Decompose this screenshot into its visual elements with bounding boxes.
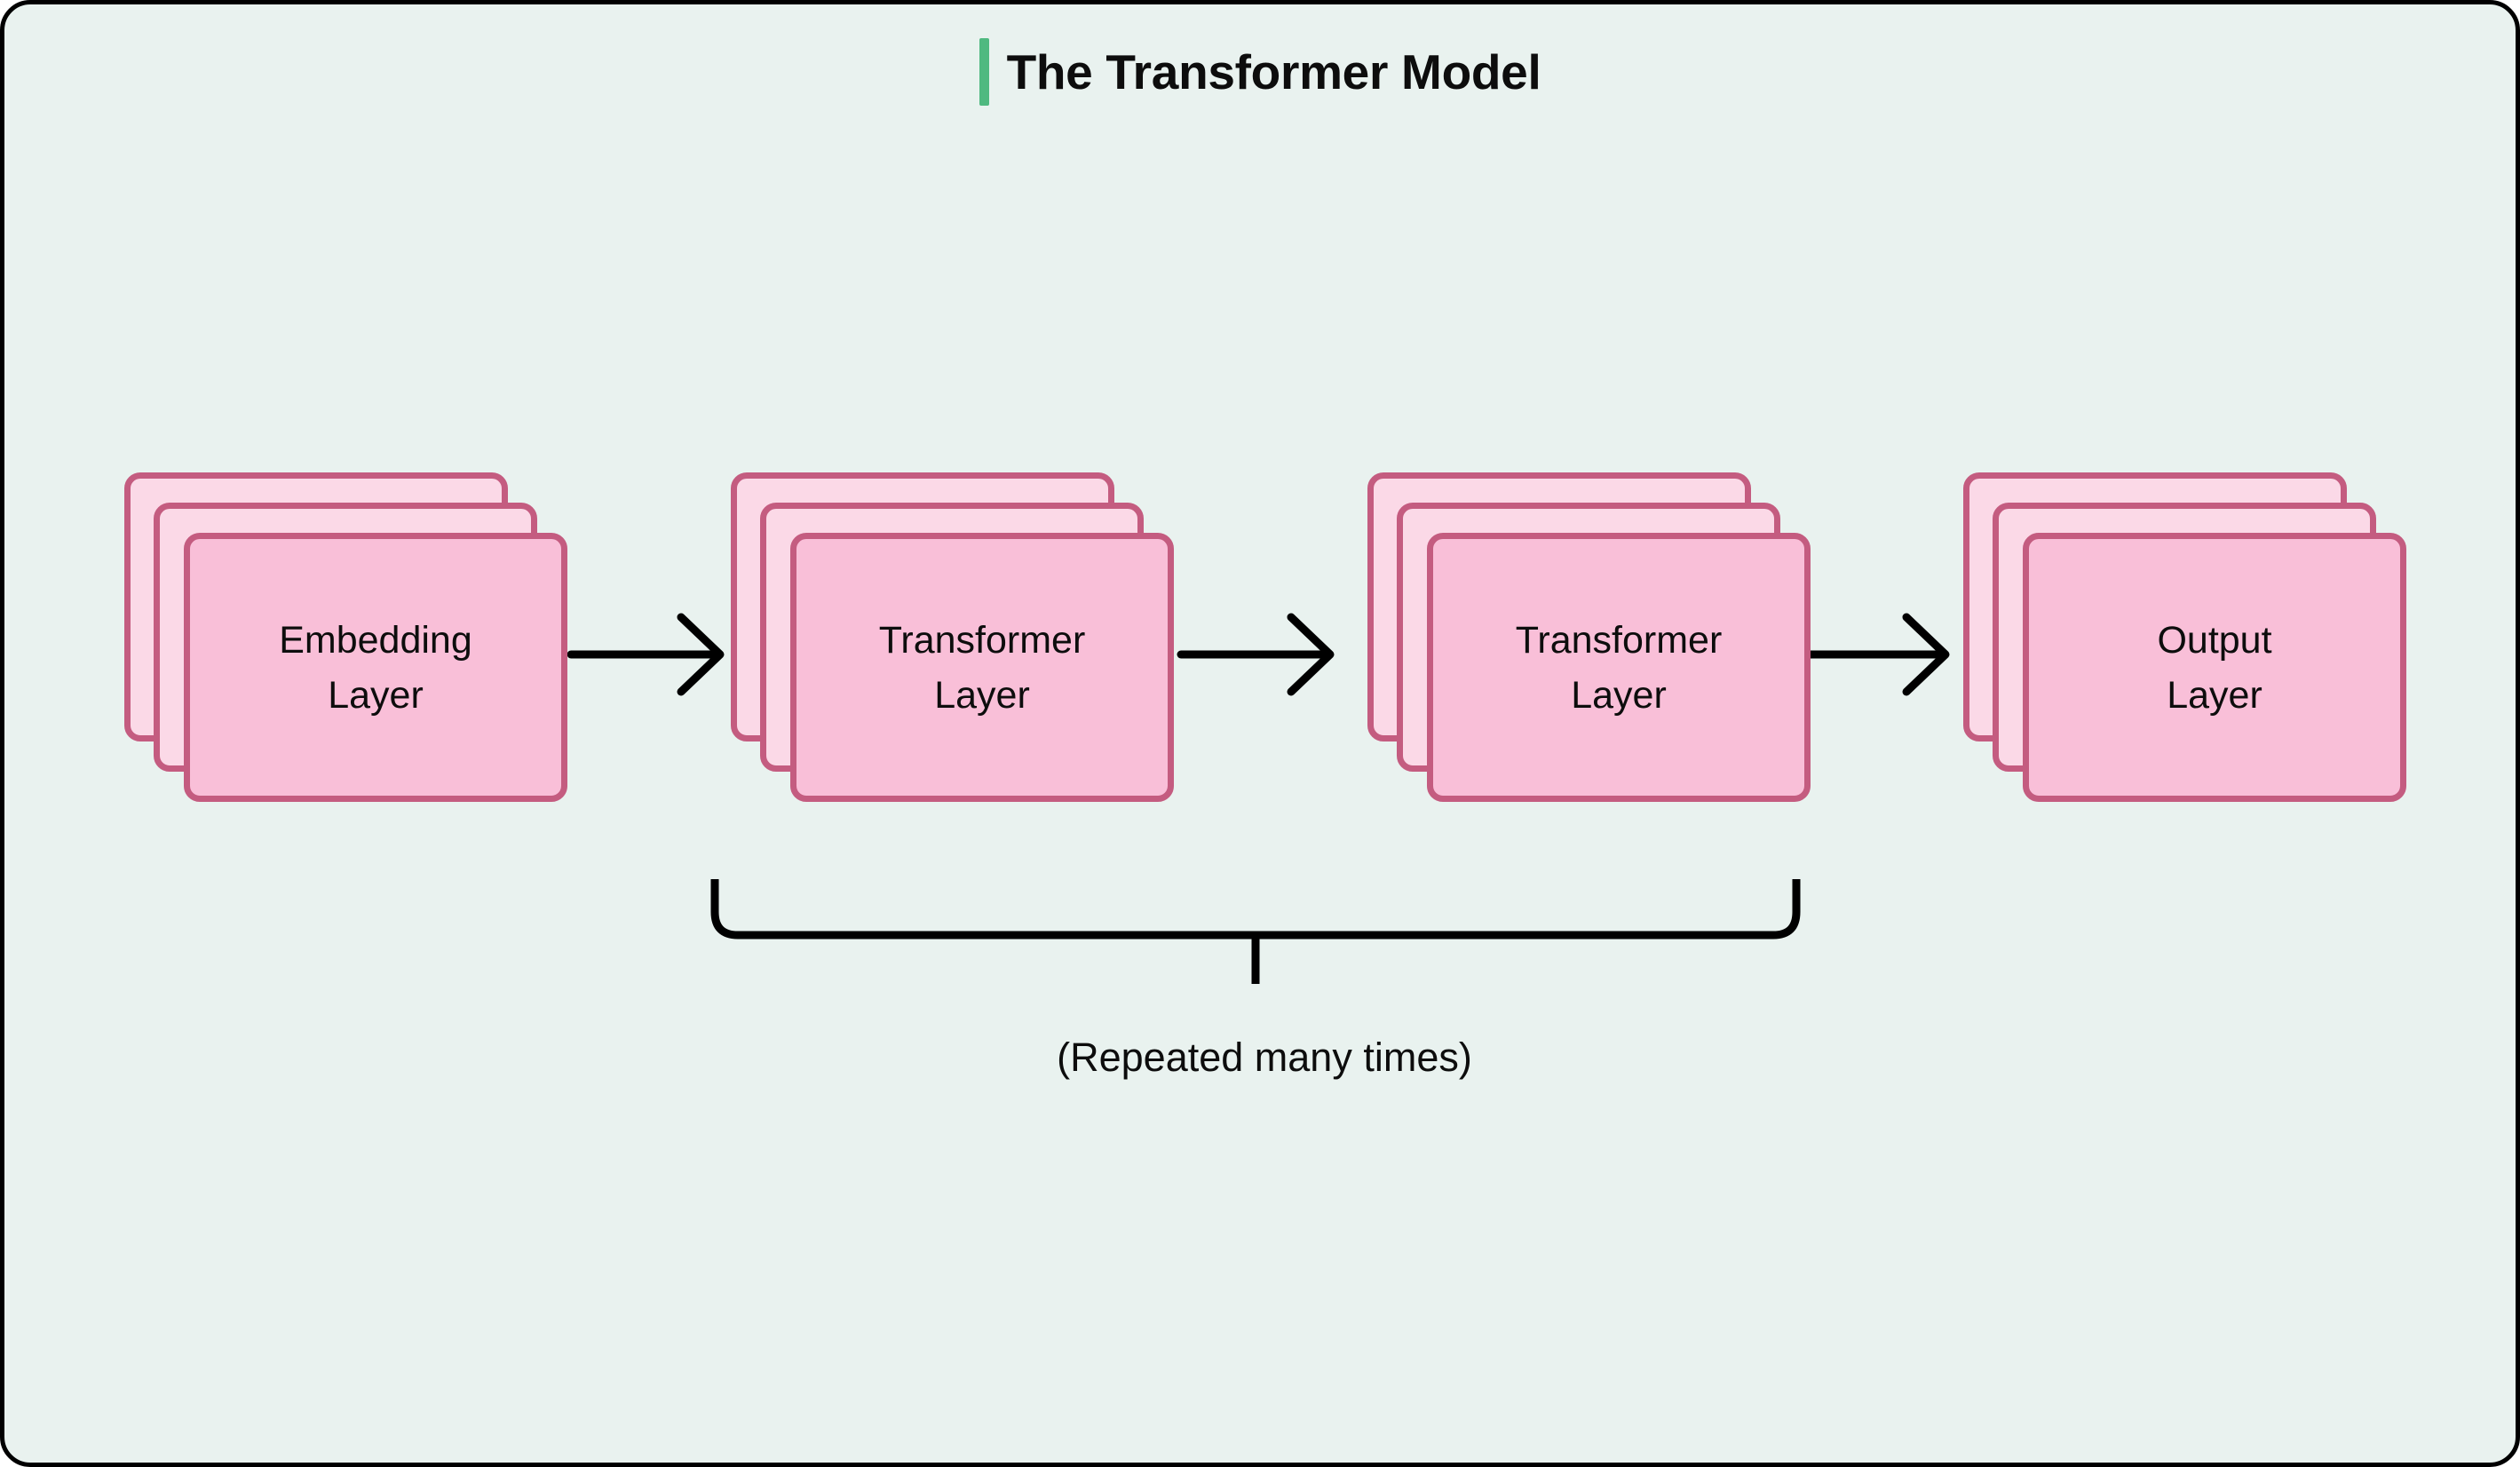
card-front[interactable]: Transformer Layer [1427, 533, 1811, 802]
brace-caption: (Repeated many times) [1057, 1035, 1472, 1080]
node-label: Transformer Layer [878, 618, 1086, 717]
node-transformer-layer-1[interactable]: Transformer Layer [731, 472, 1174, 802]
node-output-layer[interactable]: Output Layer [1963, 472, 2406, 802]
node-label: Output Layer [2157, 618, 2272, 717]
node-embedding-layer[interactable]: Embedding Layer [124, 472, 567, 802]
card-front[interactable]: Transformer Layer [790, 533, 1174, 802]
node-label: Embedding Layer [279, 618, 472, 717]
node-label: Transformer Layer [1515, 618, 1723, 717]
card-front[interactable]: Output Layer [2023, 533, 2406, 802]
card-front[interactable]: Embedding Layer [184, 533, 567, 802]
node-transformer-layer-2[interactable]: Transformer Layer [1367, 472, 1811, 802]
flow-diagram: Embedding Layer Transformer Layer Transf… [4, 4, 2516, 1463]
